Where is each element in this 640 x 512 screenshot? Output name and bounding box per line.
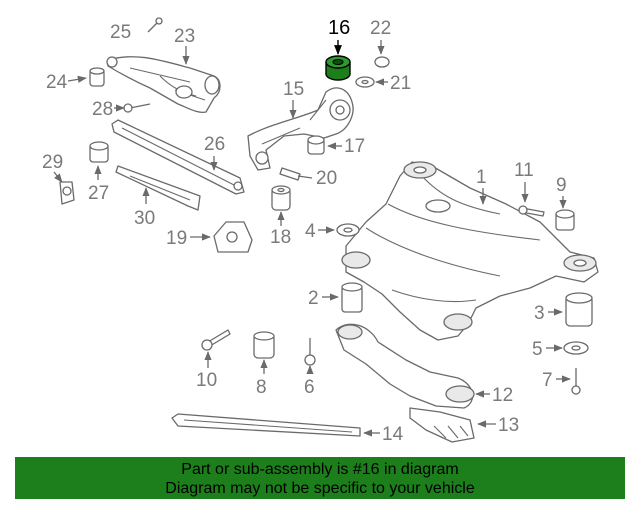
svg-text:7: 7 [542,370,553,391]
svg-text:29: 29 [42,152,63,173]
part-15-knuckle[interactable] [247,87,354,171]
callout-30[interactable]: 30 [134,187,155,229]
callout-6[interactable]: 6 [304,365,315,398]
banner-line-1: Part or sub-assembly is #16 in diagram [181,461,459,478]
svg-text:19: 19 [166,228,187,249]
callout-14[interactable]: 14 [363,424,404,445]
callout-22[interactable]: 22 [370,18,391,55]
banner-line-2: Diagram may not be specific to your vehi… [165,480,475,497]
svg-text:5: 5 [532,339,543,360]
callout-29[interactable]: 29 [42,152,63,183]
svg-text:1: 1 [476,167,487,188]
part-6-bolt[interactable] [304,338,316,366]
svg-text:18: 18 [270,227,291,248]
part-27-bushing[interactable] [89,141,109,163]
svg-text:9: 9 [556,175,567,196]
part-23-upper-control-arm[interactable] [106,56,221,114]
part-12-lower-arm[interactable] [335,323,475,409]
part-3-mount[interactable] [565,292,593,327]
svg-text:8: 8 [256,377,267,398]
callout-12[interactable]: 12 [475,385,513,406]
part-24-bushing[interactable] [89,67,105,87]
part-2-bushing[interactable] [341,282,363,313]
part-14-rod[interactable] [171,413,361,437]
svg-text:24: 24 [46,72,68,93]
svg-text:27: 27 [88,183,109,204]
callout-21[interactable]: 21 [375,73,411,94]
part-26-lateral-link[interactable] [111,119,245,195]
part-13-bracket[interactable] [409,407,475,443]
svg-text:17: 17 [344,136,365,157]
callout-20[interactable]: 20 [316,168,337,189]
part-22-cap[interactable] [374,56,390,68]
part-10-bolt[interactable] [201,329,231,351]
callout-4[interactable]: 4 [305,221,335,242]
callout-16[interactable]: 16 [328,17,350,55]
callout-19[interactable]: 19 [166,228,211,249]
part-7-bolt[interactable] [571,368,581,395]
part-17-bushing[interactable] [307,135,325,155]
svg-text:23: 23 [174,26,195,47]
svg-text:10: 10 [196,370,217,391]
svg-text:13: 13 [498,415,519,436]
svg-text:4: 4 [305,221,316,242]
part-9-bushing[interactable] [555,209,575,231]
svg-text:12: 12 [492,385,513,406]
callout-28[interactable]: 28 [92,99,125,120]
callout-27[interactable]: 27 [88,165,109,204]
callout-17[interactable]: 17 [327,136,365,157]
callout-5[interactable]: 5 [532,339,563,360]
parts-diagram: 16 22 21 25 23 24 28 15 17 26 29 27 [42,17,599,445]
part-4-washer[interactable] [336,223,360,237]
part-28-bolt[interactable] [123,103,151,113]
part-16-bushing-highlighted[interactable] [325,55,351,81]
svg-text:20: 20 [316,168,337,189]
svg-text:16: 16 [328,17,350,39]
callout-15[interactable]: 15 [283,79,304,119]
svg-text:3: 3 [534,303,545,324]
svg-text:14: 14 [382,424,404,445]
callout-1[interactable]: 1 [476,167,487,205]
callout-8[interactable]: 8 [256,359,268,398]
svg-text:2: 2 [308,288,319,309]
part-25-bolt[interactable] [147,17,163,33]
callout-2[interactable]: 2 [308,288,339,309]
part-18-bushing[interactable] [271,185,291,211]
part-8-bushing[interactable] [253,331,275,359]
part-30-bracket[interactable] [115,165,201,211]
svg-text:15: 15 [283,79,304,100]
svg-text:30: 30 [134,208,155,229]
part-11-bolt[interactable] [518,205,545,217]
callout-3[interactable]: 3 [534,303,563,324]
callout-26[interactable]: 26 [204,134,225,171]
callout-25[interactable]: 25 [110,22,131,43]
part-19-mount[interactable] [213,221,253,253]
part-5-washer[interactable] [563,341,589,355]
callout-18[interactable]: 18 [270,211,291,248]
svg-text:28: 28 [92,99,113,120]
callout-24[interactable]: 24 [46,72,87,93]
svg-text:21: 21 [390,73,411,94]
part-29-cap[interactable] [59,181,75,205]
callout-11[interactable]: 11 [514,160,534,203]
callout-7[interactable]: 7 [542,370,571,391]
svg-text:25: 25 [110,22,131,43]
callout-10[interactable]: 10 [196,351,217,391]
svg-text:22: 22 [370,18,391,39]
info-banner: Part or sub-assembly is #16 in diagram D… [15,457,625,499]
part-1-subframe[interactable] [341,161,599,341]
part-21-washer[interactable] [355,76,375,88]
svg-text:26: 26 [204,134,225,155]
callout-9[interactable]: 9 [556,175,567,209]
callout-23[interactable]: 23 [174,26,195,65]
part-20-bolt[interactable] [279,167,313,181]
callout-13[interactable]: 13 [477,415,519,436]
svg-text:6: 6 [304,377,315,398]
svg-text:11: 11 [514,160,534,181]
